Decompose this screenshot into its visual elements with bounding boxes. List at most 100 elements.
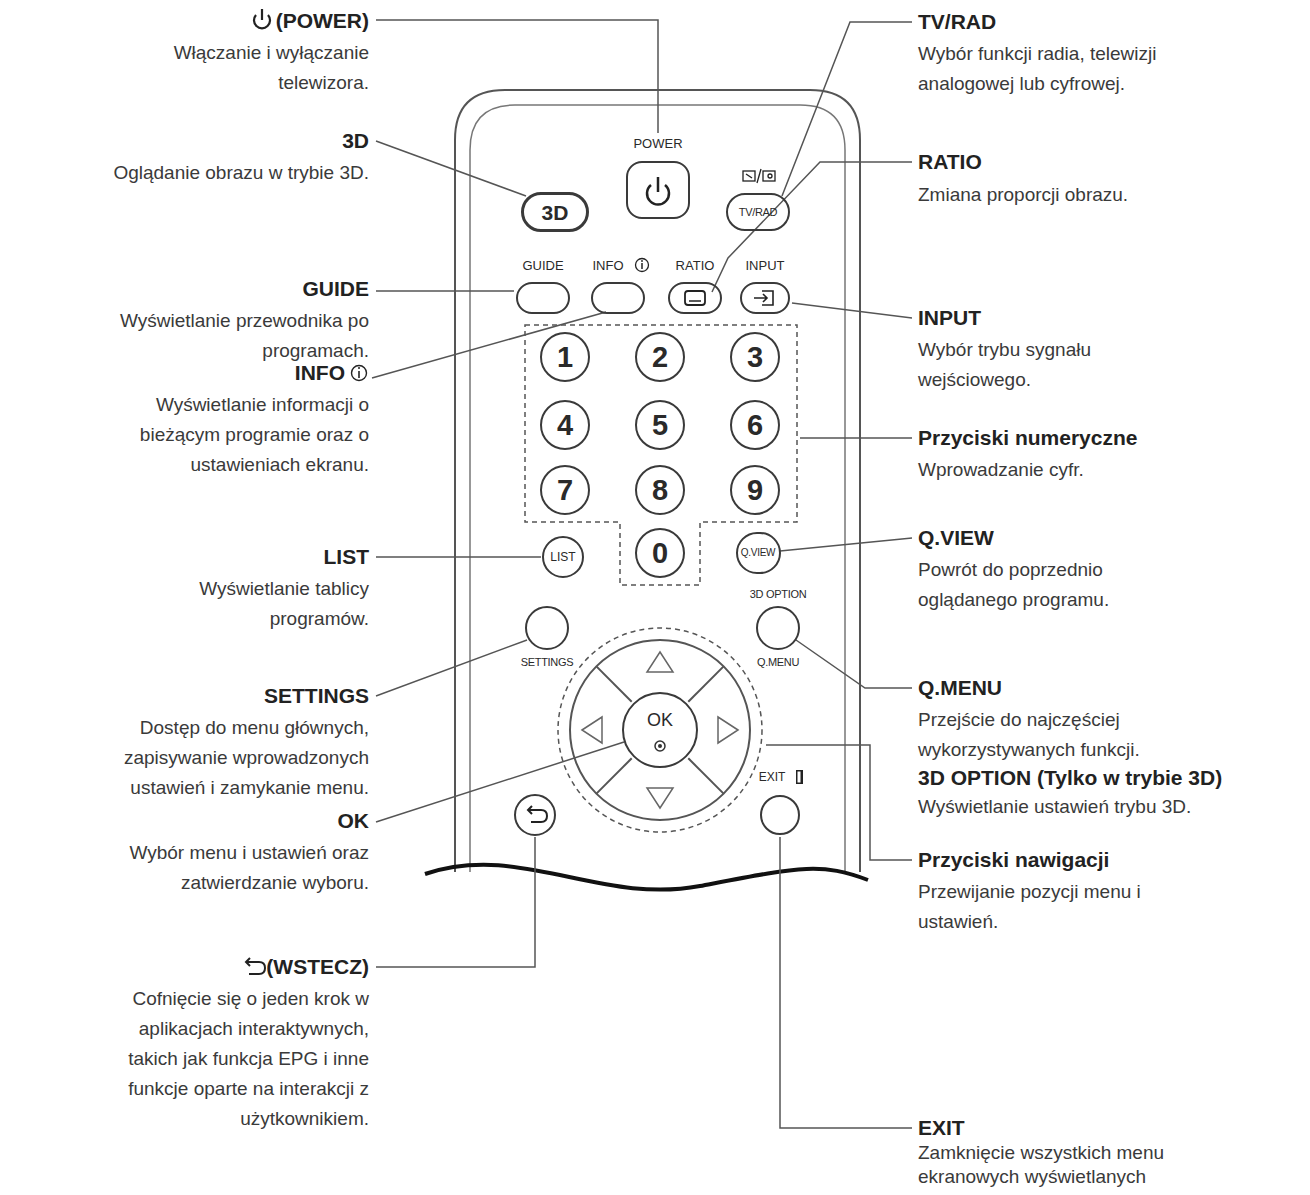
button-label: 2 bbox=[652, 343, 668, 372]
back-symbol bbox=[528, 806, 547, 822]
exit-symbol bbox=[798, 772, 801, 783]
callout-text: Wyświetlanie ustawień trybu 3D. bbox=[918, 792, 1298, 822]
button-label: 4 bbox=[557, 411, 573, 440]
remote-button: 7 bbox=[540, 465, 590, 515]
remote-button: 0 bbox=[635, 528, 685, 578]
input-symbol bbox=[754, 294, 767, 302]
callout-heading: INPUT bbox=[918, 305, 1218, 331]
remote-button: GUIDE bbox=[516, 282, 570, 314]
callout-text: Wprowadzanie cyfr. bbox=[918, 455, 1268, 485]
back-symbol bbox=[246, 958, 265, 974]
remote-body bbox=[455, 90, 860, 872]
callout-heading: INFO bbox=[145, 360, 345, 386]
remote-button: SETTINGS bbox=[525, 606, 569, 650]
callout-text: Wybór funkcji radia, telewizji analogowe… bbox=[918, 39, 1208, 99]
remote-button: TV/RAD bbox=[726, 193, 790, 231]
remote-button: 3 bbox=[730, 332, 780, 382]
button-label: LIST bbox=[550, 551, 575, 563]
button-label: 7 bbox=[557, 476, 573, 505]
remote-button: POWER bbox=[626, 161, 690, 219]
button-label: 6 bbox=[747, 411, 763, 440]
callout-heading: Q.MENU bbox=[918, 675, 1218, 701]
callout-text: Wybór menu i ustawień oraz zatwierdzanie… bbox=[119, 838, 369, 898]
remote-button: EXIT bbox=[760, 795, 800, 835]
callout-text: Wybór trybu sygnału wejściowego. bbox=[918, 335, 1128, 395]
callout-heading: Q.VIEW bbox=[918, 525, 1218, 551]
button-label: 8 bbox=[652, 476, 668, 505]
callout-text: Wyświetlanie informacji o bieżącym progr… bbox=[129, 390, 369, 480]
ratio-symbol bbox=[685, 291, 705, 305]
callout-text: Powrót do poprzednio oglądanego programu… bbox=[918, 555, 1138, 615]
button-label: 5 bbox=[652, 411, 668, 440]
ok-symbol bbox=[655, 741, 665, 751]
remote-button: 4 bbox=[540, 400, 590, 450]
button-label: TV/RAD bbox=[739, 207, 778, 218]
button-label: 1 bbox=[557, 343, 573, 372]
remote-button: INPUT bbox=[740, 282, 790, 314]
info-symbol bbox=[636, 259, 649, 272]
callout-text: Cofnięcie się o jeden krok w aplikacjach… bbox=[89, 984, 369, 1134]
button-label: 3 bbox=[747, 343, 763, 372]
callout-heading: LIST bbox=[169, 544, 369, 570]
button-label: 0 bbox=[652, 539, 668, 568]
callout-heading: (POWER) bbox=[149, 8, 369, 34]
leader-lines bbox=[372, 20, 912, 1128]
tv-radio-symbol bbox=[743, 169, 775, 183]
callout-heading: RATIO bbox=[918, 149, 1218, 175]
callout-heading: (WSTECZ) bbox=[169, 954, 369, 980]
info-symbol bbox=[641, 263, 643, 269]
callout-heading: 3D bbox=[169, 128, 369, 154]
info-symbol bbox=[352, 366, 367, 381]
button-label: OK bbox=[647, 711, 673, 729]
button-label: INPUT bbox=[746, 259, 785, 272]
ratio-symbol bbox=[689, 300, 701, 302]
info-symbol bbox=[358, 367, 360, 369]
callout-text: Wyświetlanie przewodnika po programach. bbox=[99, 306, 369, 366]
callout-heading: TV/RAD bbox=[918, 9, 1218, 35]
back-button bbox=[515, 795, 555, 835]
remote-button: 9 bbox=[730, 465, 780, 515]
info-symbol bbox=[358, 371, 360, 378]
navigation-group-outline bbox=[558, 628, 762, 832]
numeric-group-outline bbox=[525, 325, 797, 585]
power-symbol bbox=[261, 9, 263, 20]
callout-text: Przewijanie pozycji menu i ustawień. bbox=[918, 877, 1168, 937]
button-label: Q.MENU bbox=[757, 657, 799, 668]
remote-button: Q.VIEW bbox=[736, 532, 781, 574]
button-label: GUIDE bbox=[522, 259, 563, 272]
button-label: SETTINGS bbox=[521, 657, 574, 668]
callout-text: Zmiana proporcji obrazu. bbox=[918, 180, 1268, 210]
navigation-pad bbox=[570, 640, 750, 820]
callout-heading: Przyciski numeryczne bbox=[918, 425, 1268, 451]
callout-heading: SETTINGS bbox=[119, 683, 369, 709]
remote-button: RATIO bbox=[668, 282, 722, 314]
navigation-pad-dividers bbox=[596, 666, 723, 793]
remote-button: 3D bbox=[521, 192, 589, 232]
remote-button: 1 bbox=[540, 332, 590, 382]
button-label: 3D OPTION bbox=[750, 589, 807, 600]
remote-button: 8 bbox=[635, 465, 685, 515]
info-symbol bbox=[641, 260, 643, 262]
button-label: 3D bbox=[542, 202, 569, 223]
callout-heading: Przyciski nawigacji bbox=[918, 847, 1268, 873]
exit-symbol bbox=[796, 770, 803, 784]
callout-text: Oglądanie obrazu w trybie 3D. bbox=[0, 158, 369, 188]
callout-text: Zamknięcie wszystkich menu ekranowych wy… bbox=[918, 1141, 1168, 1189]
callout-text: Włączanie i wyłączanie telewizora. bbox=[154, 38, 369, 98]
remote-button: 2 bbox=[635, 332, 685, 382]
button-label: POWER bbox=[633, 137, 682, 150]
callout-text: Dostęp do menu głównych, zapisywanie wpr… bbox=[119, 713, 369, 803]
remote-face bbox=[470, 105, 845, 872]
remote-button: INFO bbox=[591, 282, 645, 314]
callout-heading: 3D OPTION (Tylko w trybie 3D) bbox=[918, 765, 1298, 791]
button-label: Q.VIEW bbox=[741, 548, 775, 558]
remote-button: 3D OPTIONQ.MENU bbox=[756, 606, 800, 650]
break-line bbox=[425, 865, 868, 890]
callout-text: Wyświetlanie tablicy programów. bbox=[169, 574, 369, 634]
remote-button: LIST bbox=[542, 536, 584, 578]
navigation-arrows bbox=[582, 652, 738, 808]
remote-button: 5 bbox=[635, 400, 685, 450]
button-label: INFO bbox=[592, 259, 623, 272]
callout-text: Przejście do najczęściej wykorzystywanyc… bbox=[918, 705, 1168, 765]
